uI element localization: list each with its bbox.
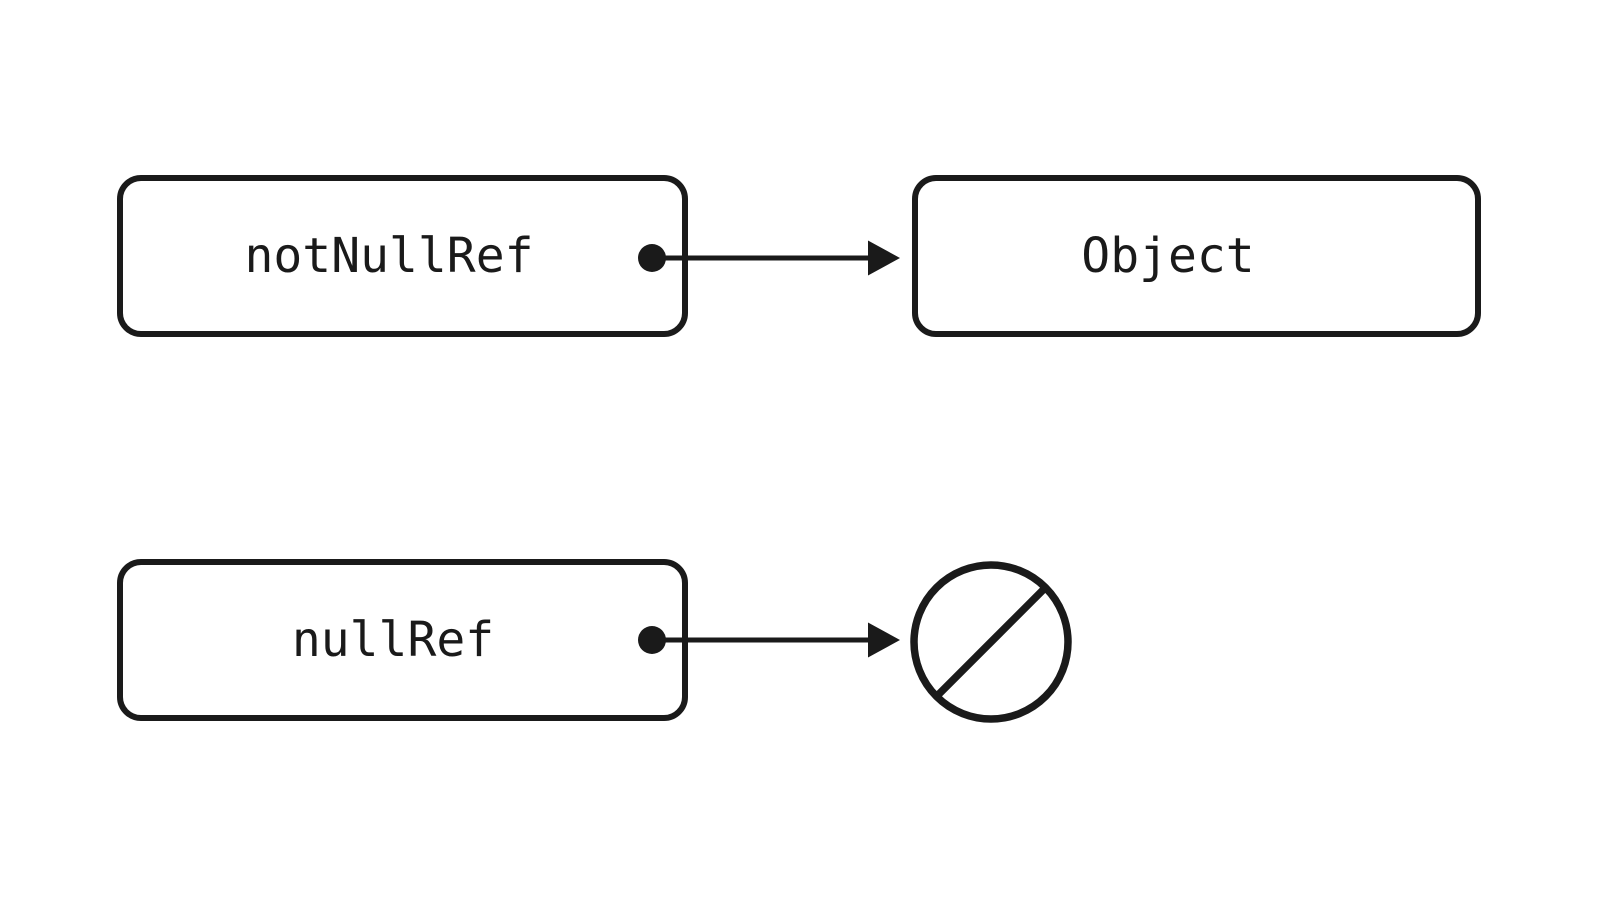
null-symbol-icon — [910, 561, 1072, 723]
notnullref-to-object-arrow — [638, 240, 900, 276]
object-box — [912, 175, 1481, 337]
object-node: Object — [912, 175, 1481, 337]
nullref-label: nullRef — [292, 612, 494, 668]
null-slash — [935, 586, 1047, 698]
null-circle — [910, 561, 1072, 723]
object-label: Object — [1081, 228, 1254, 284]
nullref-to-null-arrow — [638, 622, 900, 658]
nullref-node: nullRef — [117, 559, 688, 721]
arrowhead-icon — [868, 240, 900, 276]
notnullref-label: notNullRef — [245, 228, 534, 284]
notnullref-node: notNullRef — [117, 175, 688, 337]
arrowhead-icon — [868, 622, 900, 658]
